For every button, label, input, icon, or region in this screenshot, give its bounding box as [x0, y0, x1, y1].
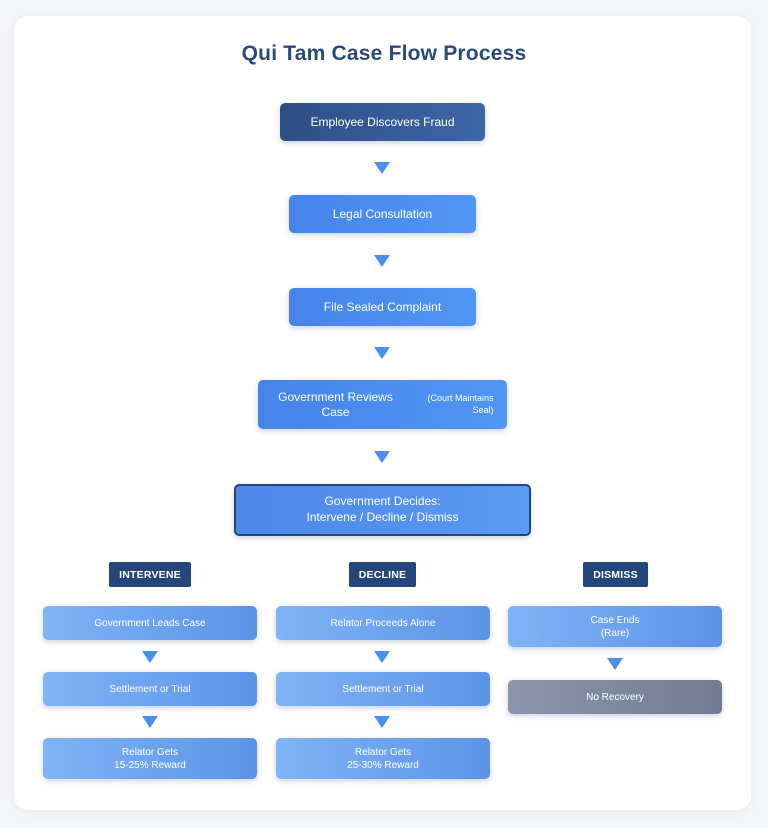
step-file-label: File Sealed Complaint [323, 300, 442, 314]
arrow-down-icon [374, 716, 390, 728]
branch-label-dismiss: DISMISS [583, 562, 648, 587]
intervene-step-2-label: Settlement or Trial [109, 683, 191, 695]
intervene-step-2: Settlement or Trial [43, 672, 257, 706]
dismiss-step-1: Case Ends (Rare) [508, 606, 722, 647]
step-consult: Legal Consultation [289, 195, 476, 233]
decline-step-2: Settlement or Trial [276, 672, 490, 706]
decline-step-1-label: Relator Proceeds Alone [330, 617, 436, 629]
arrow-down-icon [374, 162, 390, 174]
diagram-title: Qui Tam Case Flow Process [241, 42, 527, 65]
intervene-step-3-line2: 15-25% Reward [114, 759, 186, 771]
step-review-note: (Court Maintains Seal) [427, 392, 494, 415]
step-decide-line2: Intervene / Decline / Dismiss [306, 510, 459, 524]
decline-step-3-line2: 25-30% Reward [347, 759, 419, 771]
intervene-step-1-label: Government Leads Case [94, 617, 206, 629]
arrow-down-icon [374, 347, 390, 359]
arrow-down-icon [607, 658, 623, 670]
step-decide-line1: Government Decides: [324, 494, 441, 509]
dismiss-step-1-line1: Case Ends [590, 614, 640, 626]
arrow-down-icon [142, 716, 158, 728]
intervene-step-3-line1: Relator Gets [121, 746, 179, 758]
intervene-step-3: Relator Gets 15-25% Reward [43, 738, 257, 779]
branch-label-decline: DECLINE [349, 562, 416, 587]
arrow-down-icon [374, 651, 390, 663]
arrow-down-icon [142, 651, 158, 663]
dismiss-step-1-line2: (Rare) [600, 627, 630, 639]
step-review-label: Government Reviews Case [278, 390, 393, 419]
arrow-down-icon [374, 451, 390, 463]
arrow-down-icon [374, 255, 390, 267]
branch-label-intervene: INTERVENE [109, 562, 191, 587]
decline-step-3-line1: Relator Gets [354, 746, 412, 758]
step-review: Government Reviews Case (Court Maintains… [258, 380, 507, 429]
dismiss-step-2: No Recovery [508, 680, 722, 714]
step-file: File Sealed Complaint [289, 288, 476, 326]
decline-step-2-label: Settlement or Trial [342, 683, 424, 695]
decline-step-1: Relator Proceeds Alone [276, 606, 490, 640]
dismiss-step-2-label: No Recovery [586, 691, 644, 703]
step-discover: Employee Discovers Fraud [280, 103, 485, 141]
intervene-step-1: Government Leads Case [43, 606, 257, 640]
step-consult-label: Legal Consultation [332, 207, 433, 221]
decline-step-3: Relator Gets 25-30% Reward [276, 738, 490, 779]
step-discover-label: Employee Discovers Fraud [310, 115, 455, 129]
step-decide: Government Decides: Intervene / Decline … [234, 484, 531, 536]
